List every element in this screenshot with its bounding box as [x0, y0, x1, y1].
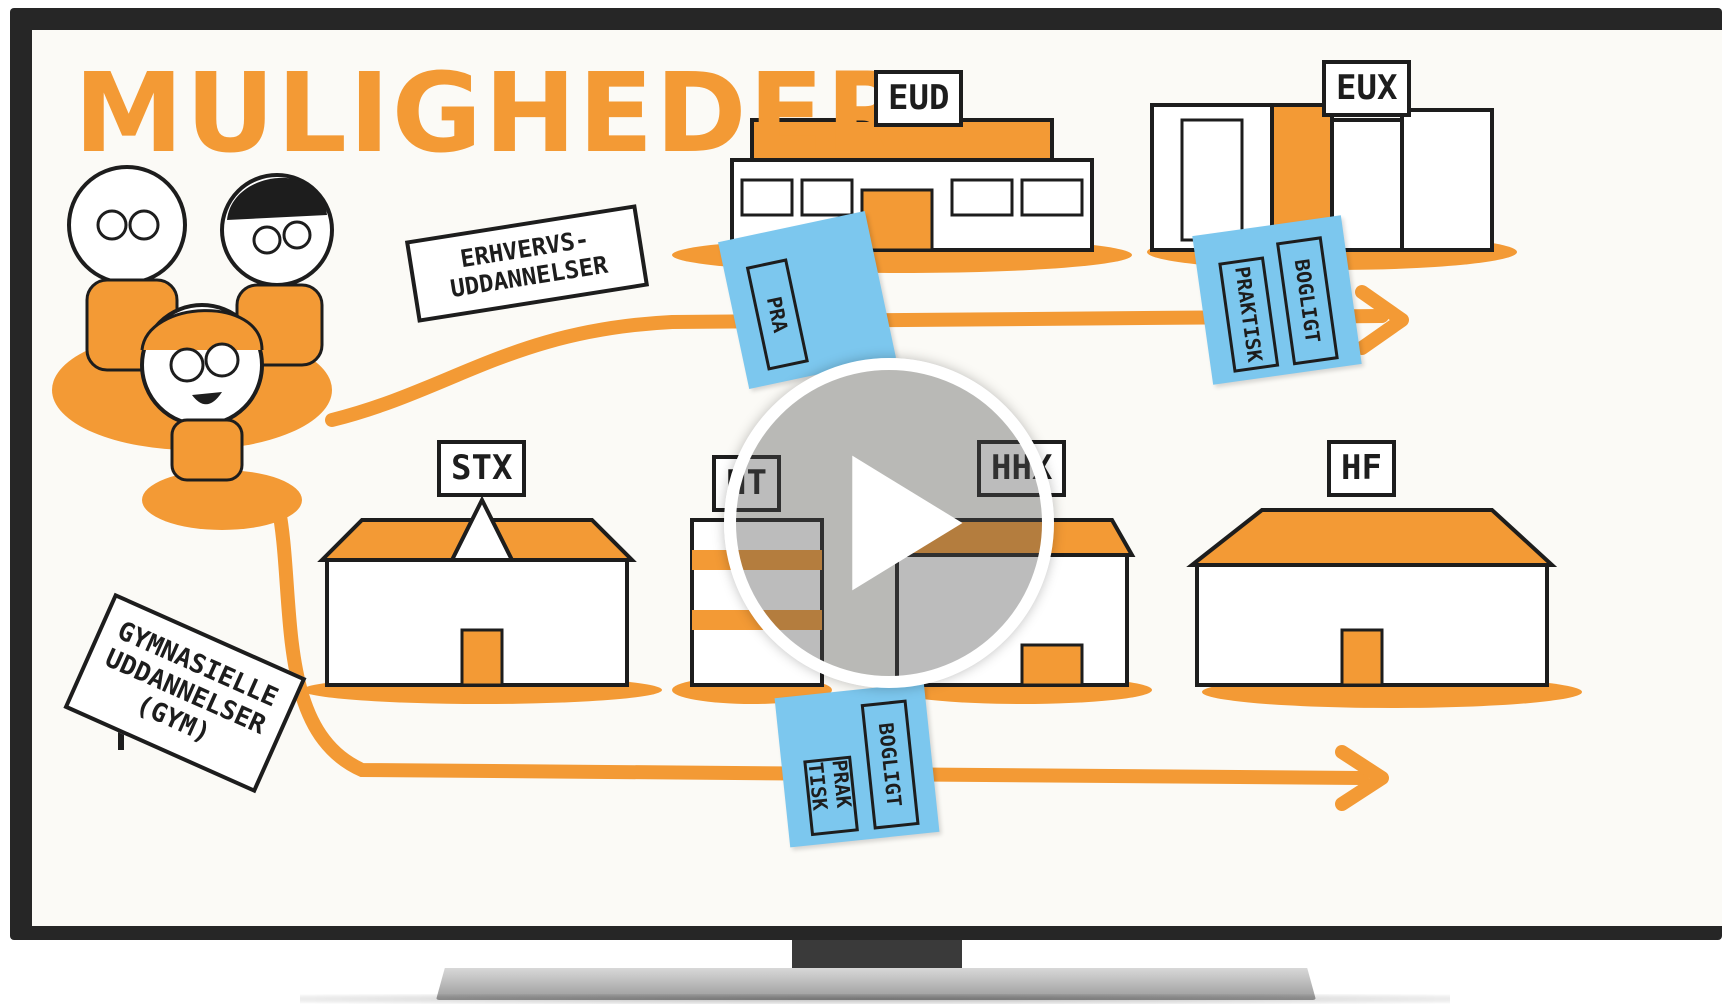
video-frame[interactable]: MULIGHEDER ERHVERVS-UDDANNELSER GYMNASIE… — [32, 30, 1722, 926]
students-illustration — [52, 165, 334, 530]
vocational-arrowhead — [1355, 285, 1409, 355]
hf-building — [1186, 508, 1582, 708]
tv-shadow — [300, 994, 1450, 1004]
eud-practical-label: PRA — [745, 258, 809, 371]
eud-label: EUD — [874, 70, 964, 127]
eux-academic-label: BOGLIGT — [1275, 236, 1339, 366]
video-title-text: MULIGHEDER — [74, 49, 913, 177]
eux-sticky-note: PRAKTISK BOGLIGT — [1192, 215, 1362, 385]
vocational-path — [325, 309, 1389, 427]
stx-label: STX — [437, 440, 527, 497]
gym-academic-label: BOGLIGT — [860, 699, 920, 830]
gym-path — [270, 493, 1369, 785]
tv-stand-base — [436, 968, 1316, 1000]
play-icon — [852, 455, 963, 591]
tv-frame: MULIGHEDER ERHVERVS-UDDANNELSER GYMNASIE… — [10, 8, 1722, 940]
eux-label: EUX — [1322, 60, 1412, 117]
play-button[interactable] — [724, 358, 1054, 688]
gym-practical-label: PRAK TISK — [803, 755, 859, 837]
hf-label: HF — [1327, 440, 1396, 497]
gym-arrowhead — [1335, 745, 1389, 811]
gym-sticky-note: PRAK TISK BOGLIGT — [774, 682, 940, 848]
eux-practical-label: PRAKTISK — [1218, 256, 1280, 373]
stx-building — [302, 495, 662, 704]
